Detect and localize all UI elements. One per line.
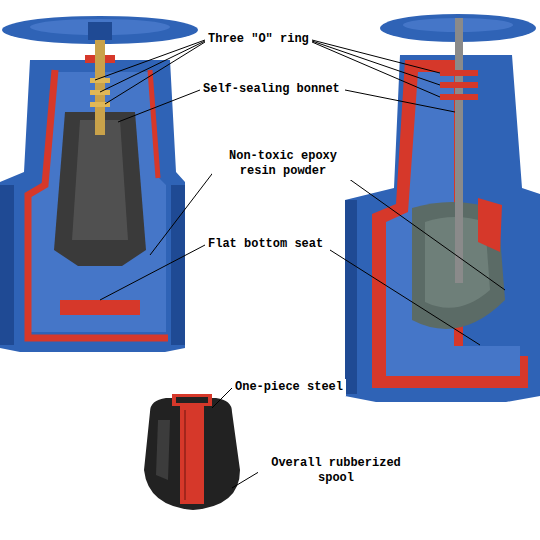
part-label: Flat bottom seat (205, 236, 326, 253)
part-label: Non-toxic epoxy resin powder (212, 148, 354, 180)
right-valve (345, 14, 540, 402)
part-label: Overall rubberized spool (258, 455, 414, 487)
part-label: Self-sealing bonnet (200, 81, 343, 98)
part-label: Three "O" ring (205, 31, 312, 48)
leader-lines (95, 40, 505, 488)
left-valve (0, 16, 198, 352)
part-label: One-piece steel (232, 379, 346, 396)
wedge-spool (144, 394, 240, 510)
